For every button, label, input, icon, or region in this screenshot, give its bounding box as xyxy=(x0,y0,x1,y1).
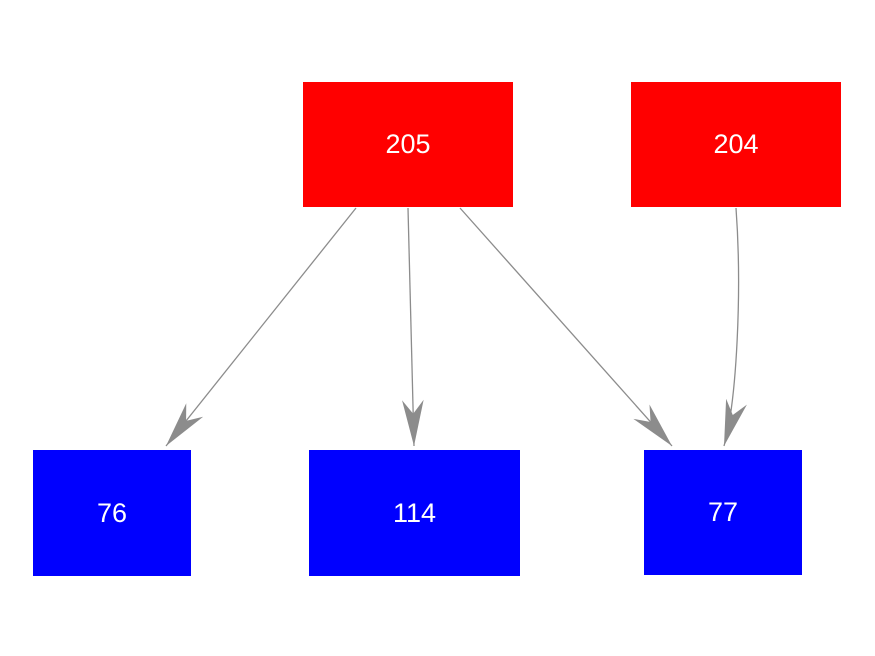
edge-arrow xyxy=(459,207,673,447)
node-label: 204 xyxy=(713,129,759,159)
node-label: 205 xyxy=(385,129,431,159)
diagram-node[interactable]: 204 xyxy=(631,82,841,207)
diagram-node[interactable]: 205 xyxy=(303,82,513,207)
node-label: 114 xyxy=(392,497,437,528)
diagram-node[interactable]: 77 xyxy=(644,450,802,575)
diagram-node[interactable]: 114 xyxy=(309,450,520,576)
node-label: 76 xyxy=(96,497,128,528)
edge-arrow xyxy=(402,207,424,447)
edge-arrow xyxy=(165,207,357,447)
node-label: 77 xyxy=(707,497,739,527)
edge-arrow xyxy=(723,207,747,447)
diagram-node[interactable]: 76 xyxy=(33,450,191,576)
